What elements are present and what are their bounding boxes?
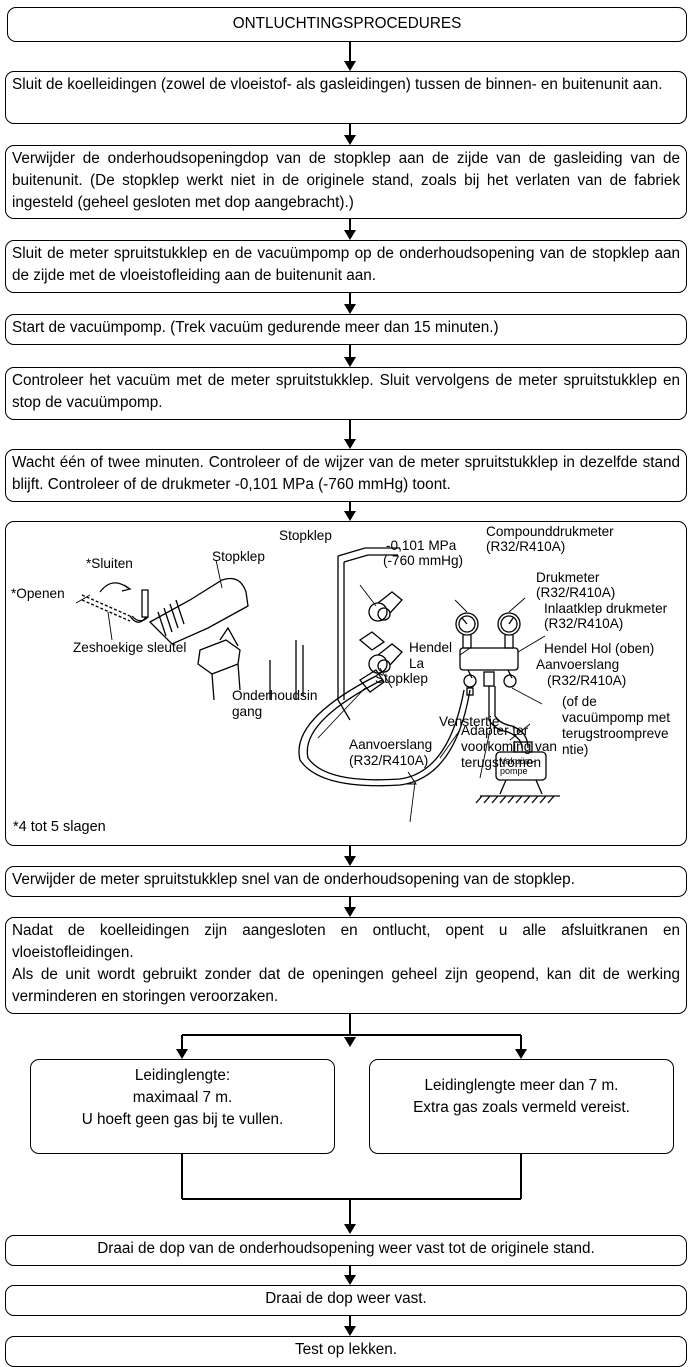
left-stopklep-icon xyxy=(148,577,249,701)
compound-gauge-icon xyxy=(455,612,479,649)
label-hose-bottom-2: (R32/R410A) xyxy=(349,753,429,768)
label-handle-low-1: Hendel xyxy=(409,640,453,655)
label-hex-key: Zeshoekige sleutel xyxy=(73,640,187,655)
hex-key-icon xyxy=(81,582,149,623)
label-hose-right-2: (R32/R410A) xyxy=(547,673,627,688)
label-adapter-1: Adapter ter xyxy=(461,723,529,738)
label-turns: *4 tot 5 slagen xyxy=(13,819,106,835)
label-hose-right-1: Aanvoerslang xyxy=(536,657,620,672)
label-stopklep-top: Stopklep xyxy=(279,528,332,543)
step-1-box: Sluit de koelleidingen (zowel de vloeist… xyxy=(5,71,687,124)
diagram-box xyxy=(5,521,687,846)
label-hose-bottom-1: Aanvoerslang xyxy=(349,737,433,752)
step-3-text: Sluit de meter spruitstukklep en de vacu… xyxy=(12,245,680,284)
label-openen: *Openen xyxy=(11,586,65,601)
final-step-1-text: Draai de dop van de onderhoudsopening we… xyxy=(97,1240,595,1257)
step-5-box: Controleer het vacuüm met de meter sprui… xyxy=(5,367,687,420)
title-box: ONTLUCHTINGSPROCEDURES xyxy=(7,7,687,42)
final-step-2-text: Draai de dop weer vast. xyxy=(265,1290,427,1307)
final-step-2-box: Draai de dop weer vast. xyxy=(5,1285,687,1316)
step-4-text: Start de vacuümpomp. (Trek vacuüm gedure… xyxy=(12,319,499,336)
step-6-box: Wacht één of twee minuten. Controleer of… xyxy=(5,449,687,502)
manifold-body-icon xyxy=(459,647,519,696)
label-handle-high: Hendel Hol (oben) xyxy=(544,641,655,656)
open-valves-box: Nadat de koelleidingen zijn aangesloten … xyxy=(5,917,687,1014)
label-vacuum-pump-2: pompe xyxy=(500,766,528,776)
step-2-text: Verwijder de onderhoudsopeningdop van de… xyxy=(12,150,680,211)
step-2-box: Verwijder de onderhoudsopeningdop van de… xyxy=(5,145,687,219)
branch-left-line3: U hoeft geen gas bij te vullen. xyxy=(81,1111,284,1128)
label-service-port-1: Onderhoudsin xyxy=(232,688,318,703)
pressure-gauge-icon xyxy=(497,612,521,649)
right-stopklep-icon xyxy=(358,591,403,693)
label-pressure-gauge-1: Drukmeter xyxy=(536,570,600,585)
label-stopklep-bottom: Stopklep xyxy=(375,671,428,686)
label-sluiten: *Sluiten xyxy=(86,556,133,571)
branch-left-line2: maximaal 7 m. xyxy=(132,1089,233,1106)
leader-lines xyxy=(75,559,546,823)
label-pump-note-4: ntie) xyxy=(562,742,589,757)
step-6-text: Wacht één of twee minuten. Controleer of… xyxy=(12,454,680,493)
label-service-port-2: gang xyxy=(232,704,263,719)
label-vacuum-pump-1: Vakuüm- xyxy=(500,756,536,766)
step-4-box: Start de vacuümpomp. (Trek vacuüm gedure… xyxy=(5,314,687,345)
label-pressure-value-1: -0,101 MPa xyxy=(386,538,457,553)
label-pressure-gauge-2: (R32/R410A) xyxy=(536,585,616,600)
outdoor-unit-icon xyxy=(269,547,400,721)
label-inlet-valve-2: (R32/R410A) xyxy=(544,616,624,631)
branch-right-line1: Leidinglengte meer dan 7 m. xyxy=(424,1077,619,1094)
label-pump-note-3: terugstroompreve xyxy=(562,726,669,741)
open-valves-line1: Nadat de koelleidingen zijn aangesloten … xyxy=(12,922,680,961)
label-stopklep-left: Stopklep xyxy=(212,549,265,564)
open-valves-line2: Als de unit wordt gebruikt zonder dat de… xyxy=(12,966,680,1005)
label-adapter-2: voorkoming van xyxy=(461,739,557,754)
label-pressure-value-2: (-760 mmHg) xyxy=(383,553,464,568)
step-1-text: Sluit de koelleidingen (zowel de vloeist… xyxy=(12,76,663,93)
label-window: Venstertje xyxy=(439,714,500,729)
step-5-text: Controleer het vacuüm met de meter sprui… xyxy=(12,372,680,411)
branch-left-box: Leidinglengte: maximaal 7 m. U hoeft gee… xyxy=(30,1059,335,1154)
label-inlet-valve-1: Inlaatklep drukmeter xyxy=(544,601,668,616)
remove-manifold-text: Verwijder de meter spruitstukklep snel v… xyxy=(12,871,575,888)
label-adapter-3: terugstromen xyxy=(461,755,542,770)
final-step-1-box: Draai de dop van de onderhoudsopening we… xyxy=(5,1235,687,1266)
label-compound-gauge-1: Compounddrukmeter xyxy=(486,524,614,539)
label-compound-gauge-2: (R32/R410A) xyxy=(486,539,566,554)
remove-manifold-box: Verwijder de meter spruitstukklep snel v… xyxy=(5,866,687,897)
step-3-box: Sluit de meter spruitstukklep en de vacu… xyxy=(5,240,687,293)
branch-right-line2: Extra gas zoals vermeld vereist. xyxy=(413,1099,630,1116)
branch-right-box: Leidinglengte meer dan 7 m. Extra gas zo… xyxy=(369,1059,674,1154)
label-handle-low-2: La xyxy=(409,656,425,671)
label-pump-note-1: (of de xyxy=(562,694,597,709)
label-pump-note-2: vacuümpomp met xyxy=(562,710,671,725)
vacuum-pump-icon xyxy=(475,741,560,804)
title-text: ONTLUCHTINGSPROCEDURES xyxy=(232,15,462,32)
branch-left-line1: Leidinglengte: xyxy=(134,1067,231,1084)
